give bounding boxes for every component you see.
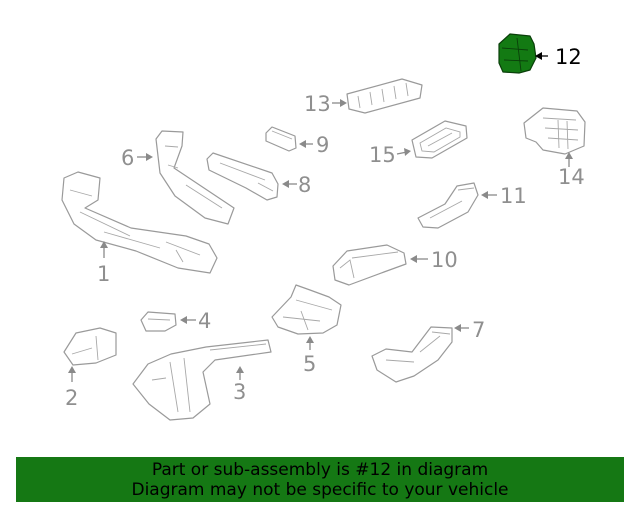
part-12-highlighted[interactable] <box>498 33 537 74</box>
part-3[interactable] <box>132 339 272 421</box>
callout-6: 6 <box>121 146 153 170</box>
callout-3: 3 <box>233 366 246 404</box>
callout-1: 1 <box>97 241 110 286</box>
svg-text:7: 7 <box>472 318 485 342</box>
svg-text:11: 11 <box>500 184 527 208</box>
notice-line-1: Part or sub-assembly is #12 in diagram <box>151 460 489 480</box>
part-13[interactable] <box>346 78 423 114</box>
parts-diagram: 12 13 9 15 14 <box>61 33 586 421</box>
callout-15: 15 <box>369 143 411 167</box>
svg-text:10: 10 <box>431 248 458 272</box>
callout-13: 13 <box>304 92 347 116</box>
callout-12: 12 <box>535 45 582 69</box>
callout-4: 4 <box>180 309 211 333</box>
svg-text:8: 8 <box>298 173 311 197</box>
part-5[interactable] <box>271 284 342 335</box>
svg-text:14: 14 <box>558 165 585 189</box>
callout-10: 10 <box>410 248 458 272</box>
svg-text:4: 4 <box>198 309 211 333</box>
part-1[interactable] <box>61 171 218 274</box>
svg-text:2: 2 <box>65 386 78 410</box>
callout-14: 14 <box>558 152 585 189</box>
callout-11: 11 <box>481 184 527 208</box>
callout-7: 7 <box>454 318 485 342</box>
svg-text:9: 9 <box>316 133 329 157</box>
part-10[interactable] <box>332 244 407 286</box>
svg-text:3: 3 <box>233 380 246 404</box>
callout-9: 9 <box>299 133 329 157</box>
part-notice-banner: Part or sub-assembly is #12 in diagram D… <box>16 457 624 502</box>
part-15[interactable] <box>411 120 468 159</box>
svg-text:1: 1 <box>97 262 110 286</box>
part-9[interactable] <box>265 126 297 152</box>
part-11[interactable] <box>417 182 479 229</box>
part-14[interactable] <box>523 107 586 155</box>
callout-8: 8 <box>282 173 311 197</box>
svg-text:6: 6 <box>121 146 134 170</box>
part-4[interactable] <box>140 311 177 332</box>
part-6[interactable] <box>155 130 235 225</box>
part-2[interactable] <box>63 327 117 366</box>
callout-5: 5 <box>303 336 316 376</box>
part-8[interactable] <box>206 152 279 201</box>
svg-text:15: 15 <box>369 143 396 167</box>
callout-2: 2 <box>65 366 78 410</box>
notice-line-2: Diagram may not be specific to your vehi… <box>131 480 509 500</box>
part-7[interactable] <box>371 326 453 383</box>
svg-text:12: 12 <box>555 45 582 69</box>
svg-text:13: 13 <box>304 92 331 116</box>
svg-text:5: 5 <box>303 352 316 376</box>
